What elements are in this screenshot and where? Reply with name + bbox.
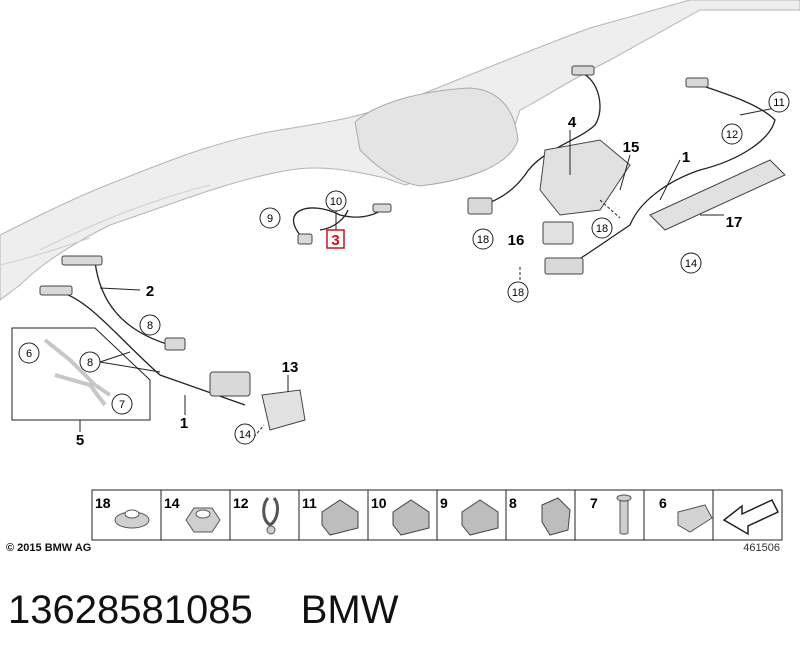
callout-8-b: 8 <box>79 351 101 373</box>
callout-16: 16 <box>508 232 525 249</box>
svg-text:14: 14 <box>239 429 251 441</box>
callout-14-b: 14 <box>234 423 256 445</box>
callout-10: 10 <box>325 190 347 212</box>
callout-8-a: 8 <box>139 314 161 336</box>
callout-1-top: 1 <box>682 149 690 166</box>
callout-4: 4 <box>568 114 577 131</box>
callout-7: 7 <box>111 393 133 415</box>
strip-cell-11: 11 <box>302 495 359 536</box>
svg-text:12: 12 <box>233 495 249 511</box>
svg-text:8: 8 <box>87 357 93 369</box>
callout-circles: 6 7 8 8 9 10 11 12 14 14 18 18 18 <box>18 91 790 445</box>
callout-18-c: 18 <box>507 281 529 303</box>
callout-6: 6 <box>18 342 40 364</box>
strip-cell-7: 7 <box>590 494 632 535</box>
svg-text:14: 14 <box>685 258 697 270</box>
part-number: 13628581085 <box>8 588 253 632</box>
svg-text:12: 12 <box>726 129 738 141</box>
strip-cell-6: 6 <box>659 495 713 533</box>
svg-text:9: 9 <box>440 495 448 511</box>
nut-icon <box>114 509 150 529</box>
rivet-icon <box>616 494 632 535</box>
clip-icon <box>262 497 279 535</box>
svg-text:18: 18 <box>596 223 608 235</box>
svg-text:14: 14 <box>164 495 180 511</box>
callout-9: 9 <box>259 207 281 229</box>
leader-lines <box>79 107 776 438</box>
callout-11: 11 <box>768 91 790 113</box>
strip-cell-12: 12 <box>233 495 279 535</box>
exhaust-assembly <box>0 0 800 301</box>
sensor-cables <box>59 71 776 406</box>
strip-cell-9: 9 <box>440 495 499 536</box>
svg-text:3: 3 <box>331 232 339 249</box>
brand-name: BMW <box>300 588 399 632</box>
callout-3-highlight: 3 <box>326 229 345 249</box>
strip-cell-14: 14 <box>164 495 221 533</box>
hex-nut-icon <box>185 507 221 533</box>
svg-text:8: 8 <box>147 320 153 332</box>
callout-13: 13 <box>282 359 299 376</box>
strip-cell-10: 10 <box>371 495 430 536</box>
svg-text:11: 11 <box>302 495 317 511</box>
parts-strip: 18 14 12 11 10 9 8 7 6 <box>91 489 783 541</box>
strip-cell-18: 18 <box>95 495 150 529</box>
strip-cell-arrow <box>722 499 780 536</box>
sensor-connectors <box>39 65 709 397</box>
callout-12: 12 <box>721 123 743 145</box>
sleeve-icon <box>677 504 713 533</box>
callout-18-b: 18 <box>591 217 613 239</box>
parts-diagram: 6 7 8 8 9 10 11 12 14 14 18 18 18 2 4 5 … <box>0 0 800 541</box>
svg-text:18: 18 <box>95 495 111 511</box>
strip-cell-8: 8 <box>509 495 571 536</box>
callout-17: 17 <box>726 214 743 231</box>
callout-15: 15 <box>623 139 640 156</box>
svg-text:11: 11 <box>773 97 784 109</box>
callout-5: 5 <box>76 432 84 449</box>
svg-text:6: 6 <box>26 348 32 360</box>
arrow-icon <box>722 499 780 536</box>
cable-holder-icon <box>541 497 571 536</box>
cable-holder-icon <box>461 499 499 536</box>
svg-text:10: 10 <box>371 495 387 511</box>
svg-text:18: 18 <box>477 234 489 246</box>
bare-callouts: 2 4 5 1 1 13 15 16 17 <box>76 114 743 449</box>
svg-text:9: 9 <box>267 213 273 225</box>
svg-text:10: 10 <box>330 196 342 208</box>
cable-holder-icon <box>321 499 359 536</box>
svg-text:6: 6 <box>659 495 667 511</box>
cable-holder-icon <box>392 499 430 536</box>
copyright-notice: © 2015 BMW AG <box>6 542 92 554</box>
svg-text:8: 8 <box>509 495 517 511</box>
svg-text:7: 7 <box>119 399 125 411</box>
callout-18-a: 18 <box>472 228 494 250</box>
callout-14-a: 14 <box>680 252 702 274</box>
diagram-id: 461506 <box>743 542 780 554</box>
svg-text:7: 7 <box>590 495 598 511</box>
caption: 13628581085 BMW <box>8 588 446 633</box>
callout-1-bottom: 1 <box>180 415 188 432</box>
svg-text:18: 18 <box>512 287 524 299</box>
callout-2: 2 <box>146 283 154 300</box>
brackets <box>261 139 786 431</box>
